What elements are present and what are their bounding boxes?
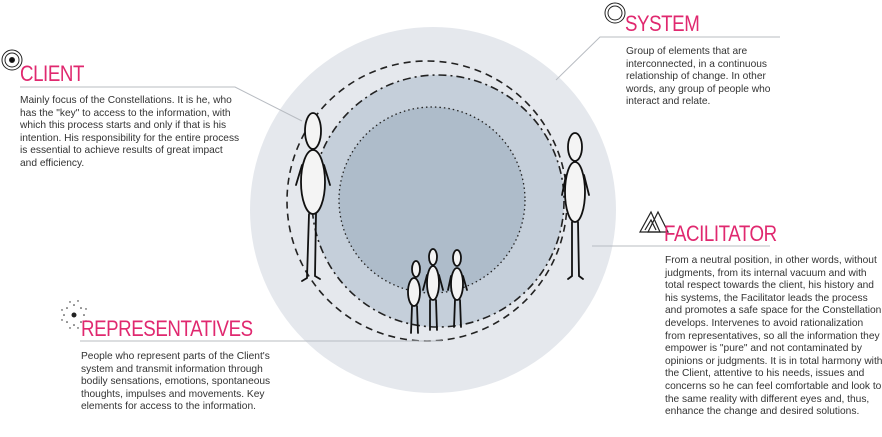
dotted-burst-icon — [61, 300, 87, 329]
client-leader-line — [20, 86, 303, 122]
client-description: Mainly focus of the Constellations. It i… — [20, 95, 240, 169]
system-description: Group of elements that are interconnecte… — [626, 46, 771, 108]
representative-figure — [422, 248, 444, 331]
inner-dotted-ring — [338, 106, 526, 294]
inner-circle — [339, 107, 525, 293]
facilitator-figure — [561, 132, 590, 280]
system-leader-line — [555, 36, 780, 81]
facilitator-title: FACILITATOR — [664, 221, 777, 246]
dashdot-ring — [311, 74, 565, 328]
double-circle-icon — [604, 2, 626, 24]
system-title: SYSTEM — [625, 11, 700, 36]
representative-figure — [407, 260, 421, 334]
representatives-description: People who represent parts of the Client… — [81, 351, 271, 413]
client-figure — [295, 112, 331, 282]
representatives-title: REPRESENTATIVES — [81, 316, 253, 341]
target-icon — [1, 49, 23, 71]
facilitator-description: From a neutral position, in other words,… — [665, 255, 882, 418]
triangles-icon — [638, 210, 669, 233]
representative-figure — [447, 249, 468, 328]
client-title: CLIENT — [20, 61, 84, 86]
